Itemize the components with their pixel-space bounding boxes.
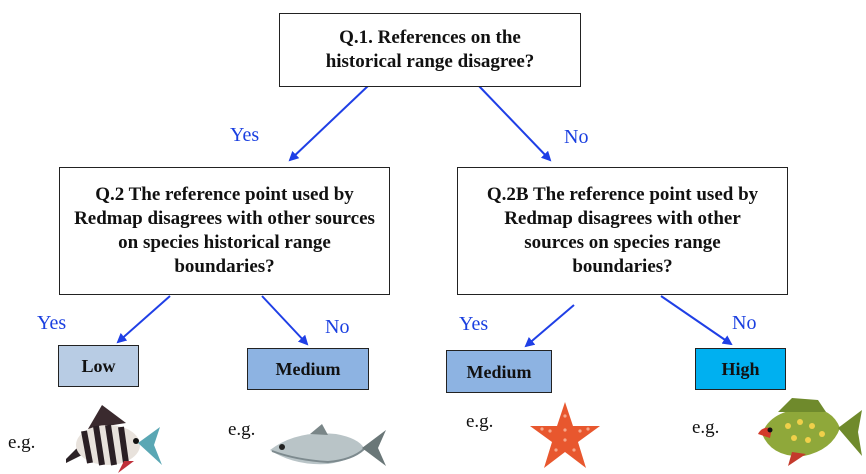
outcome-low: Low (58, 345, 139, 387)
outcome-medium-a-label: Medium (275, 359, 341, 379)
arrow-q2b-no (660, 295, 733, 346)
label-q2-no: No (325, 316, 350, 338)
question-q2b-text: Q.2B The reference point used by Redmap … (486, 184, 759, 277)
label-q1-no: No (564, 126, 589, 148)
arrow-q2-no (261, 295, 309, 346)
striped-fish-icon (66, 405, 162, 473)
question-q1-text: Q.1. References on the historical range … (325, 27, 535, 72)
arrow-q2b-yes (524, 304, 575, 348)
outcome-medium-a: Medium (247, 348, 369, 390)
outcome-high: High (695, 348, 786, 390)
green-fish-icon (758, 398, 862, 466)
example-label-2: e.g. (228, 419, 256, 440)
outcome-medium-b: Medium (446, 350, 552, 393)
question-q2: Q.2 The reference point used by Redmap d… (59, 167, 390, 295)
arrow-q2-yes (116, 295, 171, 344)
label-q2-yes: Yes (37, 312, 67, 334)
label-q1-yes: Yes (230, 124, 260, 146)
starfish-icon (530, 402, 600, 468)
outcome-high-label: High (721, 359, 760, 379)
label-q2b-no: No (732, 312, 757, 334)
question-q2b: Q.2B The reference point used by Redmap … (457, 167, 788, 295)
label-q2b-yes: Yes (459, 313, 489, 335)
example-label-1: e.g. (8, 432, 36, 453)
arrow-q1-no (477, 84, 552, 162)
example-label-4: e.g. (692, 417, 720, 438)
example-label-3: e.g. (466, 411, 494, 432)
question-q2-text: Q.2 The reference point used by Redmap d… (74, 184, 375, 277)
question-q1: Q.1. References on the historical range … (279, 13, 581, 87)
outcome-low-label: Low (81, 356, 116, 376)
outcome-medium-b-label: Medium (466, 361, 532, 382)
arrow-q1-yes (288, 84, 370, 162)
silver-fish-icon (270, 424, 386, 466)
